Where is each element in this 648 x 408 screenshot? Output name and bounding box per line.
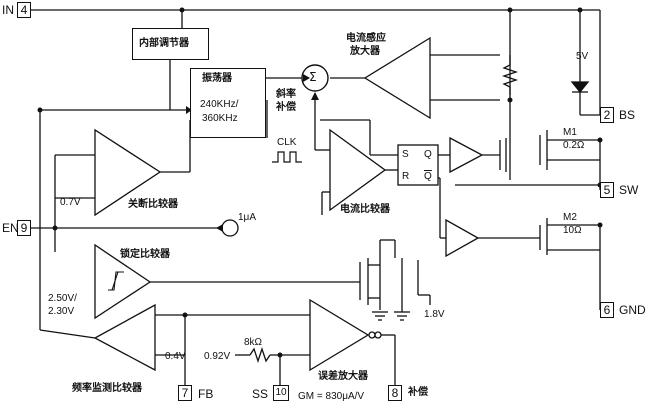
clk-label: CLK (277, 137, 297, 148)
pin-comp-number: 8 (388, 385, 402, 401)
pin-sw-number: 5 (600, 182, 614, 198)
m1-resistance-label: 0.2Ω (563, 140, 585, 151)
voltage-2-50v-label: 2.50V/ (48, 293, 77, 304)
pin-bs-number: 2 (600, 107, 614, 123)
slope-compensation-label-2: 补偿 (276, 102, 296, 113)
m1-label: M1 (563, 127, 577, 138)
voltage-5v-label: 5V (576, 51, 589, 62)
sum-symbol: Σ (309, 70, 317, 84)
latch-qbar-label: Q (424, 171, 432, 182)
pin-fb-label: FB (198, 387, 214, 401)
latch-s-label: S (402, 149, 409, 160)
pin-fb-number: 7 (178, 385, 192, 401)
error-amp-label: 误差放大器 (318, 371, 368, 382)
oscillator-block (190, 68, 266, 138)
internal-regulator-block (132, 28, 209, 60)
slope-compensation-label-1: 斜率 (276, 89, 296, 100)
oscillator-freq-1: 240KHz/ (200, 99, 239, 110)
pin-bs-label: BS (619, 108, 636, 122)
pin-comp-label: 补偿 (408, 387, 428, 398)
voltage-0-7v-label: 0.7V (60, 197, 81, 208)
voltage-0-4v-label: 0.4V (165, 351, 186, 362)
pin-in-label: IN (2, 3, 14, 17)
m2-resistance-label: 10Ω (563, 225, 582, 236)
gm-label: GM = 830μA/V (298, 391, 365, 402)
m2-label: M2 (563, 212, 577, 223)
voltage-0-92v-label: 0.92V (204, 351, 231, 362)
voltage-2-30v-label: 2.30V (48, 306, 75, 317)
pin-gnd-number: 6 (600, 302, 614, 318)
latch-q-label: Q (424, 149, 432, 160)
voltage-1-8v-label: 1.8V (424, 309, 445, 320)
pin-in-number: 4 (17, 2, 31, 18)
current-1ua-label: 1μA (238, 212, 256, 223)
current-comparator-label: 电流比较器 (340, 204, 390, 215)
current-sense-amp-label-1: 电流感应 (346, 33, 386, 44)
pin-en-label: EN (2, 221, 19, 235)
pin-sw-label: SW (619, 183, 639, 197)
pin-en-number: 9 (17, 220, 31, 236)
resistor-8k-label: 8kΩ (244, 337, 263, 348)
internal-regulator-label: 内部调节器 (139, 38, 189, 49)
latch-r-label: R (402, 171, 410, 182)
pin-ss-number: 10 (273, 385, 289, 401)
oscillator-freq-2: 360KHz (202, 113, 238, 124)
lockout-comparator-label: 锁定比较器 (120, 249, 170, 260)
pin-ss-label: SS (252, 387, 269, 401)
pin-gnd-label: GND (619, 303, 646, 317)
shutdown-comparator-label: 关断比较器 (128, 199, 178, 210)
freq-monitor-comparator-label: 频率监测比较器 (72, 383, 142, 394)
oscillator-title: 振荡器 (202, 73, 232, 84)
current-sense-amp-label-2: 放大器 (350, 46, 380, 57)
